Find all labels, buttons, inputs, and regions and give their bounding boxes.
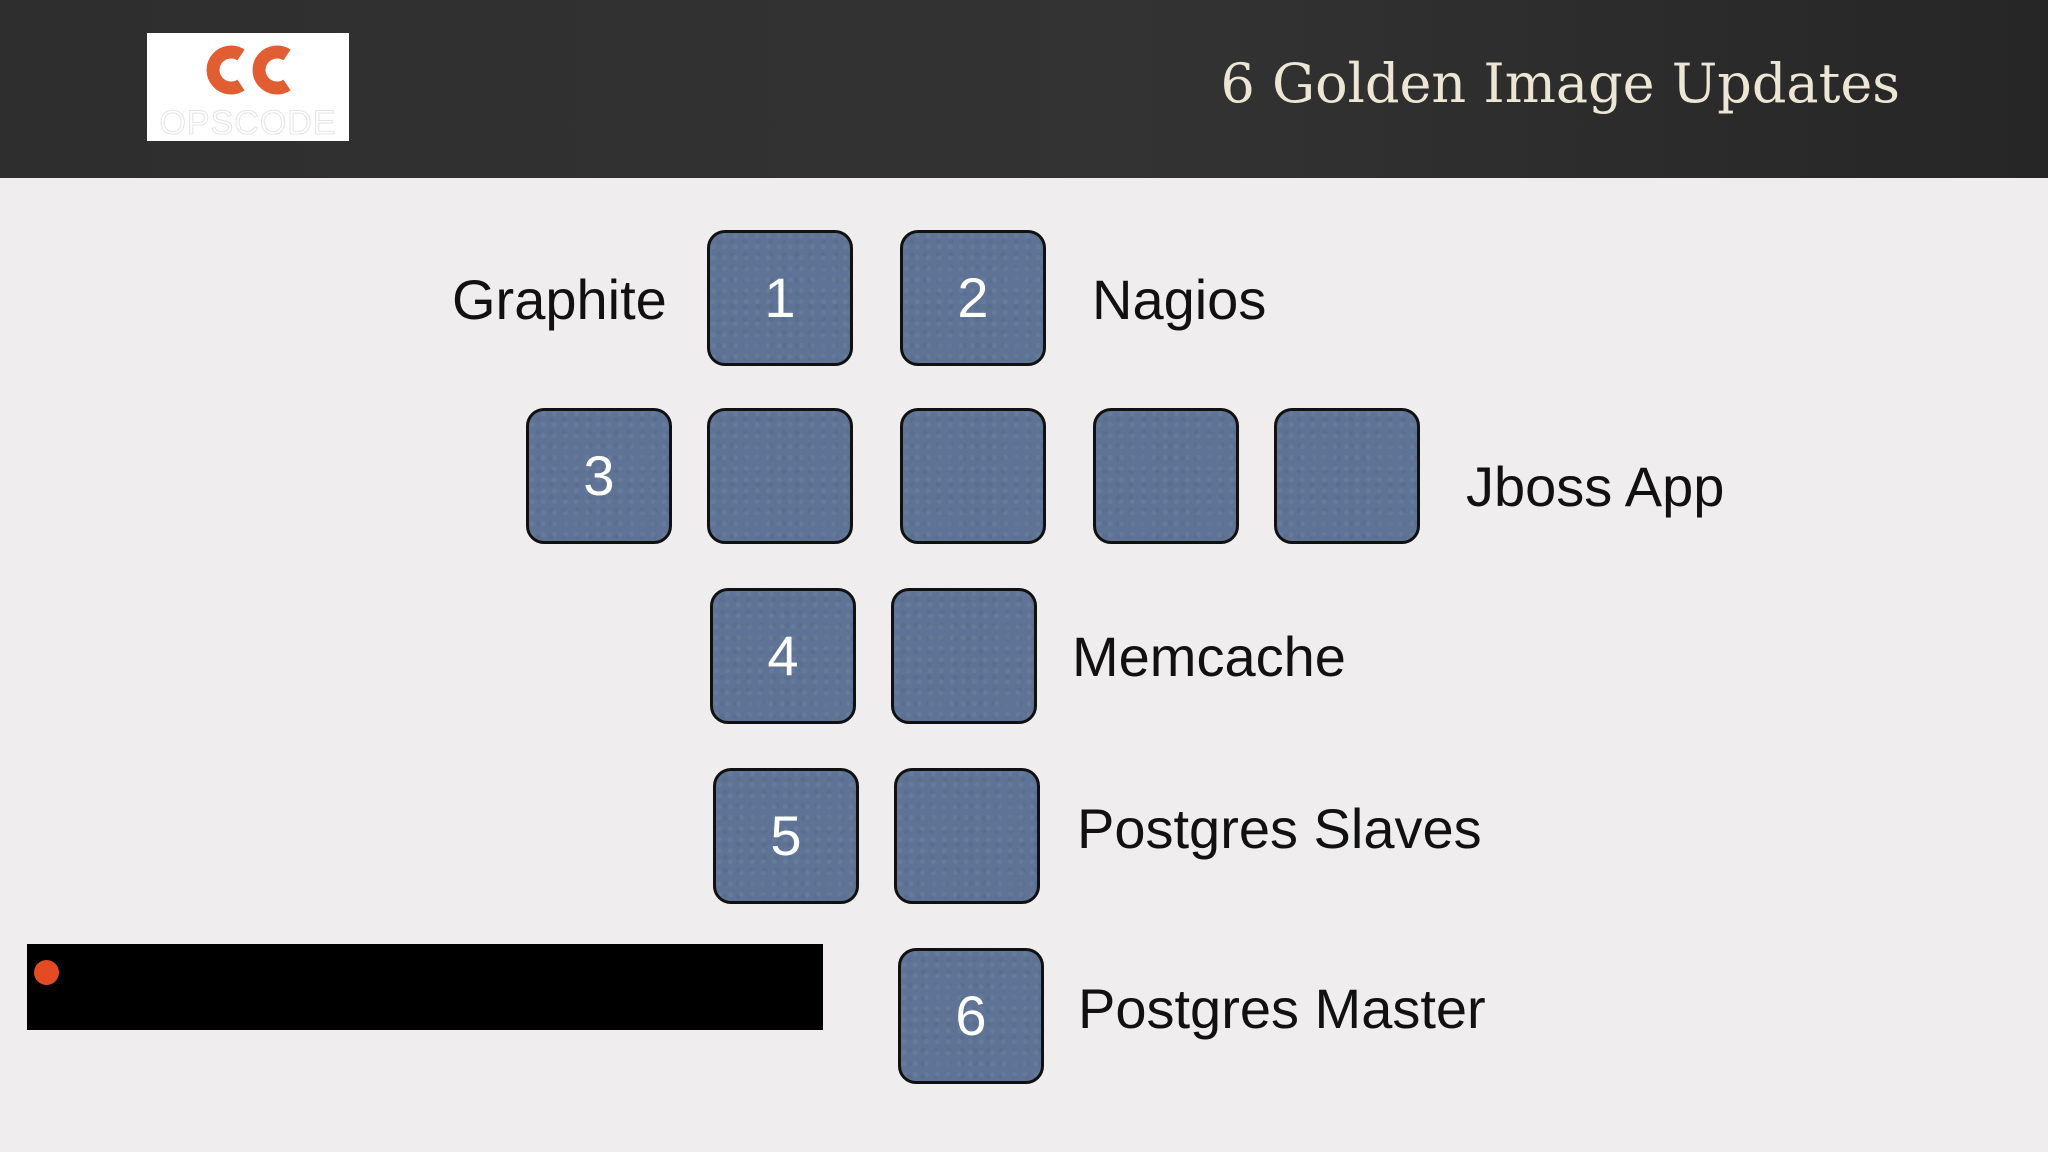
tile-nagios: 2	[900, 230, 1046, 366]
opscode-wordmark: OPSCODE	[159, 104, 337, 142]
label-postgres-slaves: Postgres Slaves	[1077, 797, 1482, 860]
label-jboss-app: Jboss App	[1466, 455, 1725, 518]
tile-graphite: 1	[707, 230, 853, 366]
recording-overlay-bar	[27, 944, 823, 1030]
slide-header: OPSCODE 6 Golden Image Updates	[0, 0, 2048, 178]
tile-memcache-2	[891, 588, 1037, 724]
tile-jboss-3	[900, 408, 1046, 544]
tile-jboss-4	[1093, 408, 1239, 544]
tile-postgres-slaves-2	[894, 768, 1040, 904]
record-dot-icon	[34, 960, 59, 985]
opscode-logo: OPSCODE	[147, 33, 349, 141]
label-postgres-master: Postgres Master	[1078, 977, 1486, 1040]
tile-jboss-2	[707, 408, 853, 544]
tile-jboss-5	[1274, 408, 1420, 544]
tile-jboss-1: 3	[526, 408, 672, 544]
label-graphite: Graphite	[452, 268, 667, 331]
opscode-logo-icon	[206, 45, 291, 95]
tile-postgres-master: 6	[898, 948, 1044, 1084]
label-nagios: Nagios	[1092, 268, 1267, 331]
slide-title: 6 Golden Image Updates	[1220, 52, 1900, 115]
tile-postgres-slaves-1: 5	[713, 768, 859, 904]
label-memcache: Memcache	[1072, 625, 1346, 688]
tile-memcache-1: 4	[710, 588, 856, 724]
